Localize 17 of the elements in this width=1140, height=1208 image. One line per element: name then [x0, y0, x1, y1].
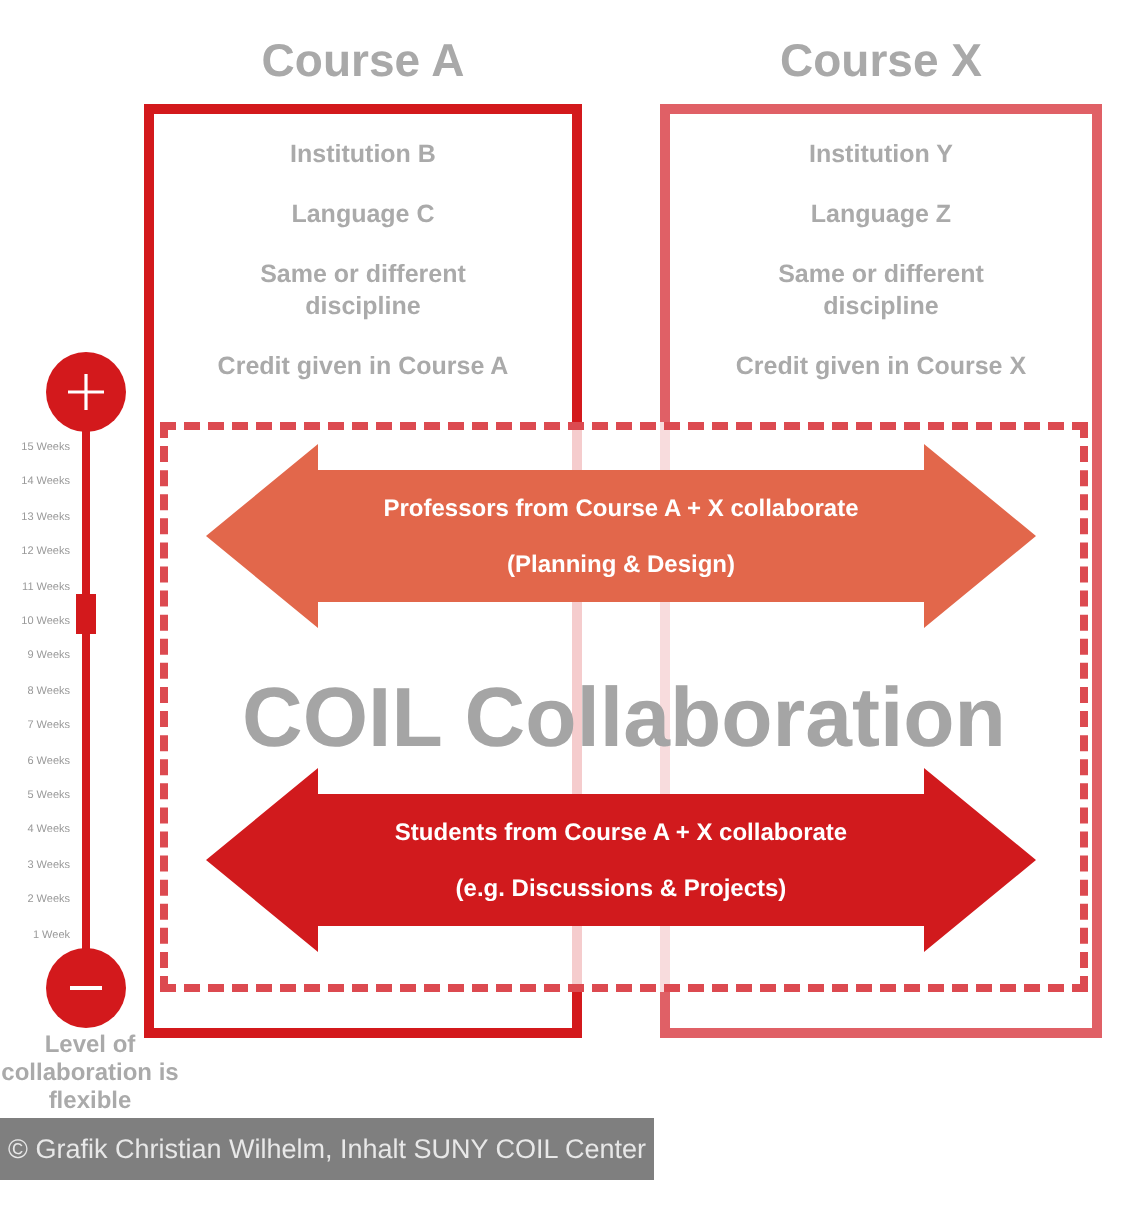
course-detail: Institution B — [288, 138, 438, 170]
course-heading: Course X — [778, 34, 984, 88]
course-detail: Credit given in Course X — [733, 350, 1029, 382]
edge-label: Students from Course A + X collaborate (e.g. Discussions & Projects) — [392, 816, 850, 906]
course-detail: Credit given in Course A — [215, 350, 511, 382]
course-heading: Course A — [259, 34, 467, 88]
course-detail: Same or different discipline — [776, 258, 986, 322]
course-detail: Same or different discipline — [258, 258, 468, 322]
slider-note: Level of collaboration is flexible — [0, 1030, 180, 1114]
credit-caption: © Grafik Christian Wilhelm, Inhalt SUNY COIL Center — [0, 1118, 654, 1180]
course-detail: Language C — [289, 198, 437, 230]
course-detail: Institution Y — [807, 138, 955, 170]
collaboration-title: COIL Collaboration — [240, 670, 1008, 766]
double-arrow — [206, 768, 1036, 952]
double-arrow — [206, 444, 1036, 628]
edge-label: Professors from Course A + X collaborate (Planning & Design) — [381, 492, 861, 582]
course-detail: Language Z — [808, 198, 954, 230]
